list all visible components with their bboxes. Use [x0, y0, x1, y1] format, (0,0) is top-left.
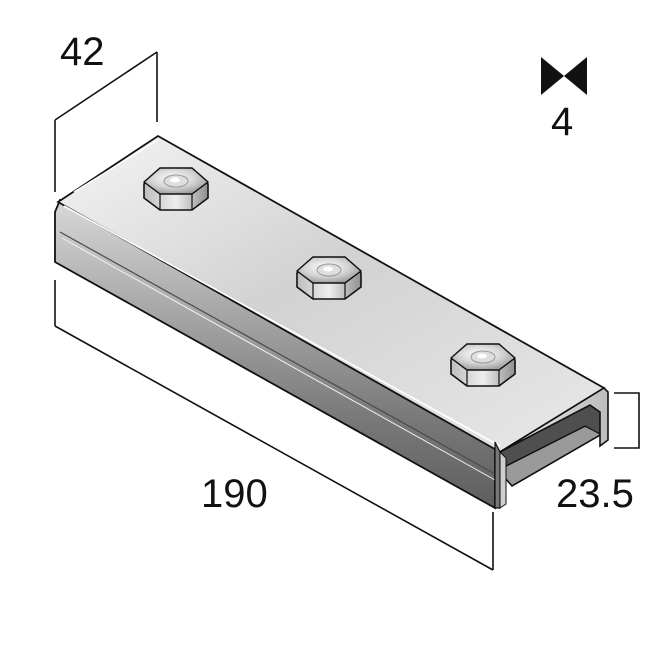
hex-nut-3 — [449, 343, 517, 387]
hex-nut-2 — [295, 256, 363, 300]
thickness-label: 4 — [551, 100, 573, 144]
end-face — [494, 441, 501, 509]
height-dimension-bracket — [614, 392, 640, 449]
channel-connector — [54, 134, 609, 510]
bowtie-thickness-icon — [541, 57, 587, 95]
length-label: 190 — [201, 472, 268, 516]
width-dimension-lines — [54, 51, 158, 192]
end-lip — [499, 386, 609, 453]
width-label: 42 — [60, 30, 105, 74]
length-dimension-lines — [54, 280, 494, 571]
height-label: 23.5 — [556, 472, 634, 516]
hex-nut-1 — [142, 167, 210, 211]
